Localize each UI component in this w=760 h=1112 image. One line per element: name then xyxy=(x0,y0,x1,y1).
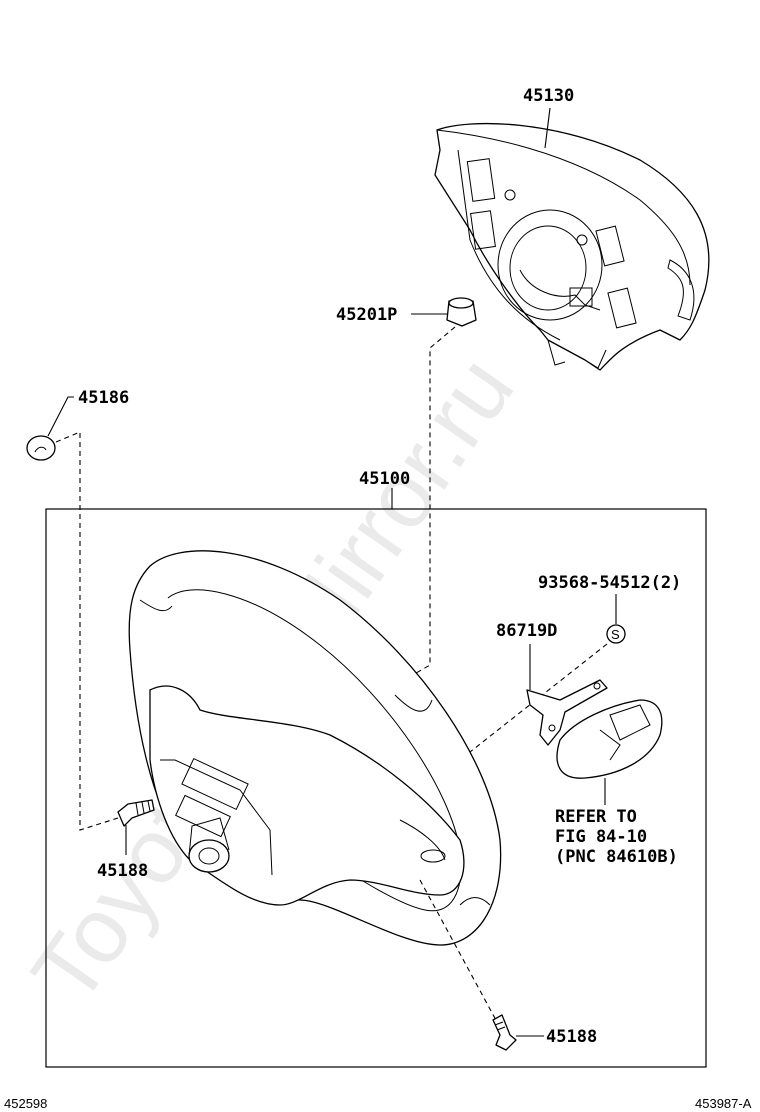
label-wheel-assembly: 45100 xyxy=(359,469,410,489)
bracket-drawing xyxy=(526,679,608,746)
diagram-code-right: 453987-A xyxy=(695,1096,752,1111)
dashed-line-screw xyxy=(469,643,608,753)
label-bolt-bottom: 45188 xyxy=(546,1027,597,1047)
label-airbag: 45130 xyxy=(523,86,574,106)
label-nut: 45201P xyxy=(336,305,397,325)
bolt-left-drawing xyxy=(117,799,155,827)
label-bracket: 86719D xyxy=(496,621,557,641)
label-screw: 93568-54512(2) xyxy=(538,573,681,593)
screw-symbol-letter: S xyxy=(611,627,620,642)
diagram-code-left: 452598 xyxy=(4,1096,47,1111)
bolt-bottom-drawing xyxy=(492,1014,517,1051)
switch-drawing xyxy=(556,699,663,779)
refer-line2: FIG 84-10 xyxy=(555,827,647,847)
assembly-frame xyxy=(45,508,707,1068)
label-cap: 45186 xyxy=(78,388,129,408)
refer-line3: (PNC 84610B) xyxy=(555,847,678,867)
label-bolt-left: 45188 xyxy=(97,861,148,881)
refer-line1: REFER TO xyxy=(555,807,637,827)
airbag-module-drawing xyxy=(434,122,710,371)
leader-cap xyxy=(47,396,74,437)
dashed-line-cap xyxy=(55,431,119,831)
leader-airbag xyxy=(544,107,551,149)
nut-drawing xyxy=(446,297,477,327)
screw-symbol: S xyxy=(606,624,626,644)
cap-drawing xyxy=(26,435,56,461)
steering-wheel-drawing xyxy=(128,550,502,946)
